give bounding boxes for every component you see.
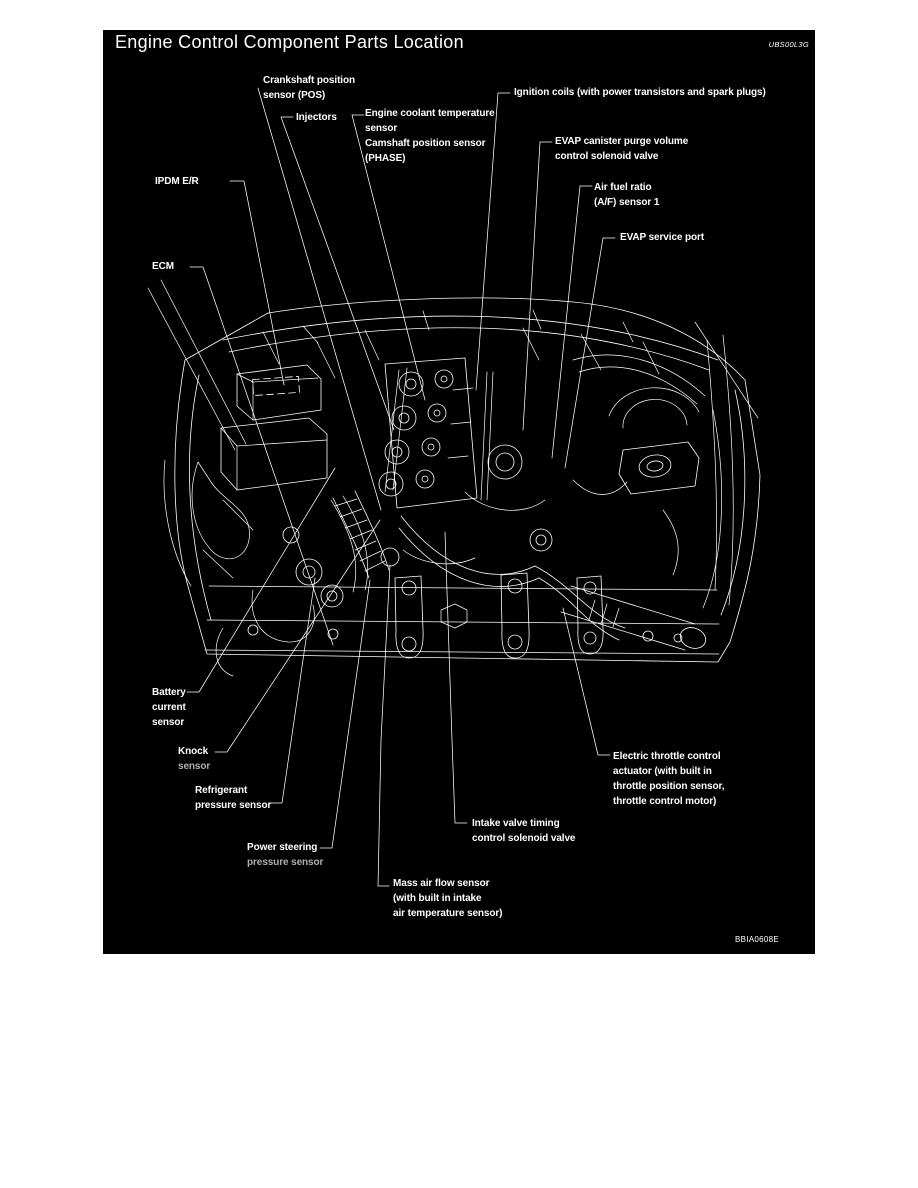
label-knock-line1: Knock xyxy=(178,746,209,757)
label-knock-sensor: Knock sensor xyxy=(178,744,210,774)
leader-evap-purge-valve xyxy=(522,141,553,431)
figure-panel: Engine Control Component Parts Location … xyxy=(103,30,815,954)
label-mass-air-flow-sensor: Mass air flow sensor (with built in inta… xyxy=(393,878,503,919)
leader-electric-throttle-actuator xyxy=(562,607,611,756)
doc-code: UBS00L3G xyxy=(768,40,809,49)
leader-battery-current-sensor xyxy=(186,467,336,693)
label-evap-purge-valve: EVAP canister purge volume control solen… xyxy=(555,136,689,162)
label-battery-current-sensor: Battery current sensor xyxy=(152,687,186,728)
label-injectors: Injectors xyxy=(296,112,337,123)
label-crankshaft-position-sensor: Crankshaft position sensor (POS) xyxy=(263,75,355,101)
label-knock-line2: sensor xyxy=(178,761,211,772)
label-ecm: ECM xyxy=(152,261,174,272)
engine-bay-illustration xyxy=(147,87,761,887)
label-power-steering-line1: Power steering xyxy=(247,842,318,853)
leader-af-sensor xyxy=(551,185,593,459)
leader-knock-sensor xyxy=(214,519,381,753)
label-coolant-camshaft-sensor: Engine coolant temperature sensor Camsha… xyxy=(365,108,495,164)
label-power-steering-line2: pressure sensor xyxy=(247,857,324,868)
label-electric-throttle-actuator: Electric throttle control actuator (with… xyxy=(613,751,725,807)
label-af-sensor: Air fuel ratio (A/F) sensor 1 xyxy=(594,182,660,208)
leader-ipdm xyxy=(229,180,285,386)
leader-evap-service-port xyxy=(564,237,616,469)
leader-ignition-coils xyxy=(475,92,511,391)
leader-intake-valve-timing-valve xyxy=(444,531,468,824)
leader-crankshaft-position-sensor xyxy=(257,87,382,511)
leader-injectors xyxy=(280,116,395,431)
leader-refrigerant-pressure-sensor xyxy=(269,577,316,804)
label-refrigerant-pressure-sensor: Refrigerant pressure sensor xyxy=(195,785,272,811)
leader-coolant-camshaft-sensor xyxy=(351,114,426,401)
label-power-steering-pressure-sensor: Power steering pressure sensor xyxy=(247,840,323,870)
label-ignition-coils: Ignition coils (with power transistors a… xyxy=(514,87,766,98)
leader-ecm xyxy=(189,266,334,646)
leader-lines xyxy=(186,87,616,887)
label-ipdm: IPDM E/R xyxy=(155,176,199,187)
label-intake-valve-timing-valve: Intake valve timing control solenoid val… xyxy=(472,818,576,844)
figure-id: BBIA0608E xyxy=(735,935,780,944)
label-evap-service-port: EVAP service port xyxy=(620,232,705,243)
leader-mass-air-flow-sensor xyxy=(377,564,391,887)
figure-title: Engine Control Component Parts Location xyxy=(115,32,464,52)
engine-drawing xyxy=(147,279,761,677)
leader-power-steering-pressure-sensor xyxy=(319,579,371,849)
